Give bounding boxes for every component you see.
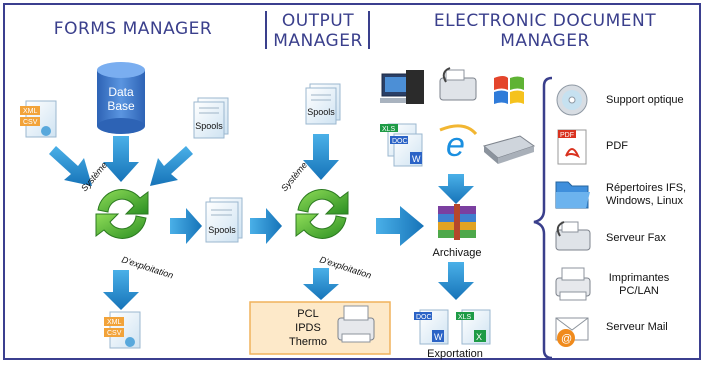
output-manager-divider-right	[368, 11, 370, 49]
database-icon: Data Base	[97, 62, 145, 134]
database-label-line2: Base	[107, 99, 135, 113]
export-xls-tag: XLS	[458, 314, 472, 321]
export-doc-tag: DOC	[416, 314, 432, 321]
svg-text:@: @	[561, 333, 572, 345]
destination-folders-label: Répertoires IFS, Windows, Linux	[606, 182, 687, 207]
destinations-brace	[533, 76, 553, 360]
arrow-cycle-to-spools	[170, 208, 202, 244]
output-os-cycle-icon: Système D'exploitation	[279, 160, 373, 280]
middle-spools-label: Spools	[208, 225, 236, 235]
output-manager-title-line2: MANAGER	[273, 31, 363, 51]
edm-title-line2: MANAGER	[500, 31, 590, 51]
arrow-output-cycle-to-archive	[376, 206, 424, 246]
edm-w-tag: W	[412, 154, 421, 164]
destination-optical-label: Support optique	[606, 94, 684, 106]
destination-printers-label: Imprimantes PC/LAN	[608, 272, 670, 297]
csv-tag: CSV	[23, 119, 38, 126]
xml-tag-bottom: XML	[107, 319, 122, 326]
destination-mail-label: Serveur Mail	[606, 321, 668, 333]
destination-pdf-label: PDF	[606, 140, 628, 152]
arrow-spools-to-output-cycle	[250, 208, 282, 244]
export-label: Exportation	[427, 348, 483, 360]
destination-fax-label: Serveur Fax	[606, 232, 666, 244]
export-documents-icon: DOC W XLS X	[414, 309, 491, 345]
export-w-tag: W	[434, 332, 443, 342]
pdf-document-icon: PDF	[557, 129, 587, 165]
arrow-sources-to-archive	[438, 174, 474, 204]
arrow-output-spools-to-cycle	[303, 134, 339, 180]
mail-icon: @	[555, 317, 589, 347]
output-spools-document-icon: Spools	[305, 83, 341, 125]
fax-machine-icon-top	[439, 67, 477, 101]
windows-logo-icon	[494, 76, 524, 104]
arrow-output-cycle-to-print	[303, 268, 339, 300]
fax-machine-icon	[555, 221, 591, 251]
forms-manager-title: FORMS MANAGER	[53, 19, 213, 39]
edm-doc-tag: DOC	[392, 138, 408, 145]
archive-label: Archivage	[433, 247, 482, 259]
arrow-xml-to-cycle	[49, 146, 92, 186]
output-manager-title-line1: OUTPUT	[281, 11, 355, 31]
csv-tag-bottom: CSV	[107, 330, 122, 337]
output-xml-csv-document-icon: XML CSV	[104, 311, 141, 349]
xls-doc-word-icon: XLS DOC W	[380, 123, 423, 167]
scanner-icon	[482, 135, 536, 164]
export-x-tag: X	[476, 332, 482, 342]
xml-csv-document-icon: XML CSV	[20, 100, 57, 138]
database-label-line1: Data	[108, 85, 134, 99]
optical-disc-icon	[556, 84, 588, 116]
ie-letter: e	[446, 126, 465, 164]
output-manager-divider-left	[265, 11, 267, 49]
printer-icon	[337, 305, 375, 343]
internet-explorer-icon: e	[439, 124, 478, 164]
xml-tag: XML	[23, 108, 38, 115]
arrow-archive-to-export	[438, 262, 474, 300]
archive-books-icon	[438, 204, 476, 240]
lan-printer-icon	[555, 267, 591, 301]
output-spools-label: Spools	[307, 107, 335, 117]
output-cycle-top-label: Système	[279, 160, 309, 193]
arrow-cycle-to-output-docs	[103, 270, 139, 310]
print-format-ipds: IPDS	[295, 322, 321, 334]
arrow-spools-to-cycle	[150, 146, 193, 186]
computer-server-icon	[380, 70, 424, 104]
print-format-pcl: PCL	[297, 308, 318, 320]
pdf-tag: PDF	[560, 132, 574, 139]
middle-spools-document-icon: Spools	[205, 197, 243, 243]
forms-spools-document-icon: Spools	[193, 97, 229, 139]
edm-title-line1: ELECTRONIC DOCUMENT	[433, 11, 657, 31]
print-format-thermo: Thermo	[289, 336, 327, 348]
arrow-database-to-cycle	[103, 136, 139, 182]
forms-spools-label: Spools	[195, 121, 223, 131]
folder-icon	[555, 181, 590, 209]
edm-xls-tag: XLS	[382, 126, 396, 133]
